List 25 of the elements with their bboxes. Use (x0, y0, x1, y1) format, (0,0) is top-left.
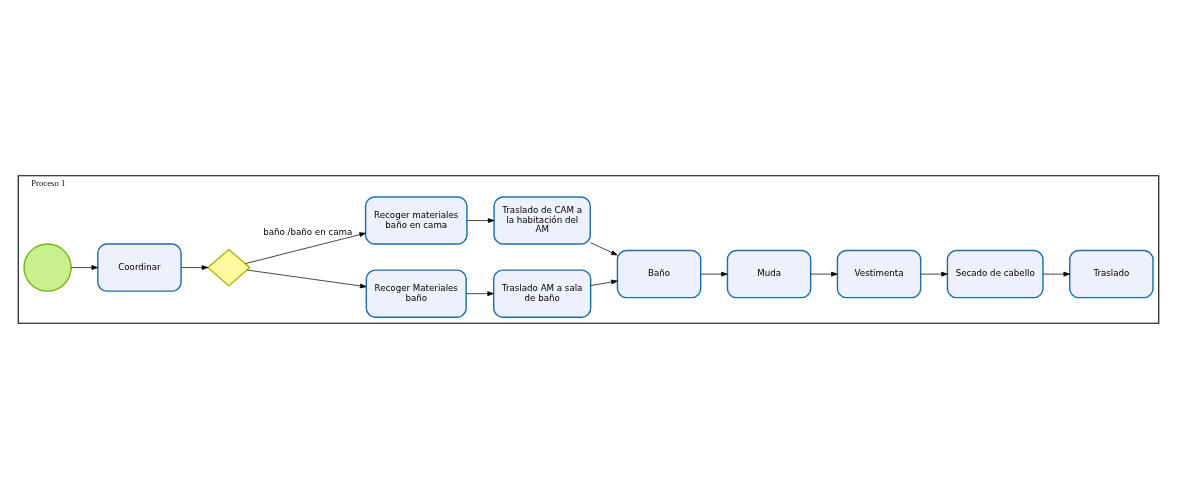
node-diamond (206, 248, 251, 287)
node-box: Traslado AM a sala de baño (492, 269, 592, 318)
arrow (1042, 271, 1070, 277)
arrow (920, 271, 948, 277)
node-box: Recoger materiales baño en cama (364, 196, 468, 245)
node-box: Baño (616, 249, 702, 299)
arrow (245, 232, 366, 264)
arrow (466, 218, 495, 223)
arrow (246, 269, 367, 289)
node-box: Coordinar (97, 243, 182, 292)
node-box: Muda (726, 249, 812, 299)
arrow (590, 242, 618, 256)
arrow (810, 271, 838, 277)
arrow (466, 291, 494, 297)
node-box: Traslado de CAM a la habitación del AM (493, 196, 592, 245)
arrow (180, 265, 209, 270)
node-circle (23, 243, 72, 292)
node-box: Secado de cabello (946, 249, 1044, 299)
node-box: Vestimenta (836, 249, 922, 299)
arrow (70, 265, 98, 270)
node-box: Recoger Materiales baño (365, 269, 467, 318)
node-box: Traslado (1069, 249, 1154, 299)
arrow (590, 279, 618, 286)
edge-label: baño /baño en cama (263, 226, 353, 237)
arrow (700, 271, 728, 277)
